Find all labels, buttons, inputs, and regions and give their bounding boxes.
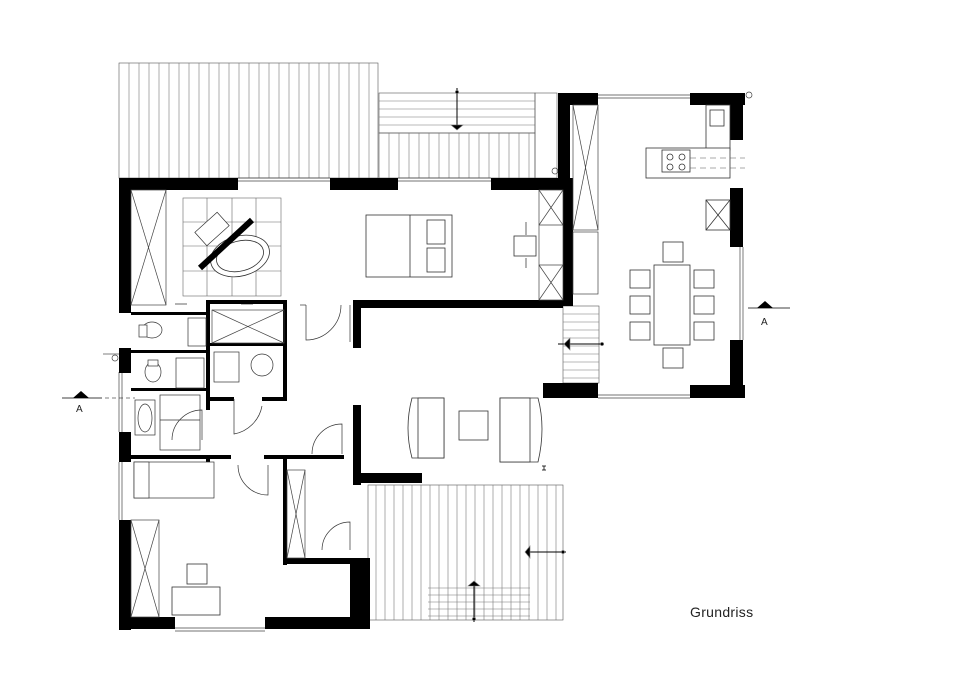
plan-title: Grundriss — [690, 604, 754, 620]
double-bed — [365, 214, 537, 278]
study-desk — [171, 563, 221, 616]
kitchen-counter — [645, 104, 731, 231]
section-marker-left — [62, 391, 135, 399]
terrace-deck-north-east — [378, 92, 558, 179]
section-label-right: A — [761, 317, 768, 328]
wardrobe-study — [130, 519, 160, 618]
section-label-left: A — [76, 404, 83, 415]
section-marker-right — [748, 301, 790, 309]
door-swings — [171, 304, 351, 551]
axis-ticks — [103, 222, 527, 355]
steps-south — [428, 545, 566, 622]
wardrobe-bedroom-west — [130, 189, 167, 306]
dining-set — [629, 241, 715, 369]
kitchen-island-dashes — [690, 157, 745, 169]
bath-screen — [194, 211, 255, 271]
wardrobe-bedroom-east — [538, 189, 564, 301]
terrace-deck-north — [118, 62, 379, 179]
wardrobe-kitchen — [572, 104, 599, 295]
steps-east — [558, 305, 604, 384]
shower — [211, 309, 285, 344]
interior-walls — [131, 300, 563, 565]
sanitary-fixtures — [133, 317, 274, 499]
living-furniture — [407, 397, 546, 471]
glazing-lines — [111, 91, 753, 632]
entry-steps-north — [378, 88, 536, 134]
wardrobe-hall — [286, 469, 306, 559]
exterior-walls — [119, 93, 745, 630]
